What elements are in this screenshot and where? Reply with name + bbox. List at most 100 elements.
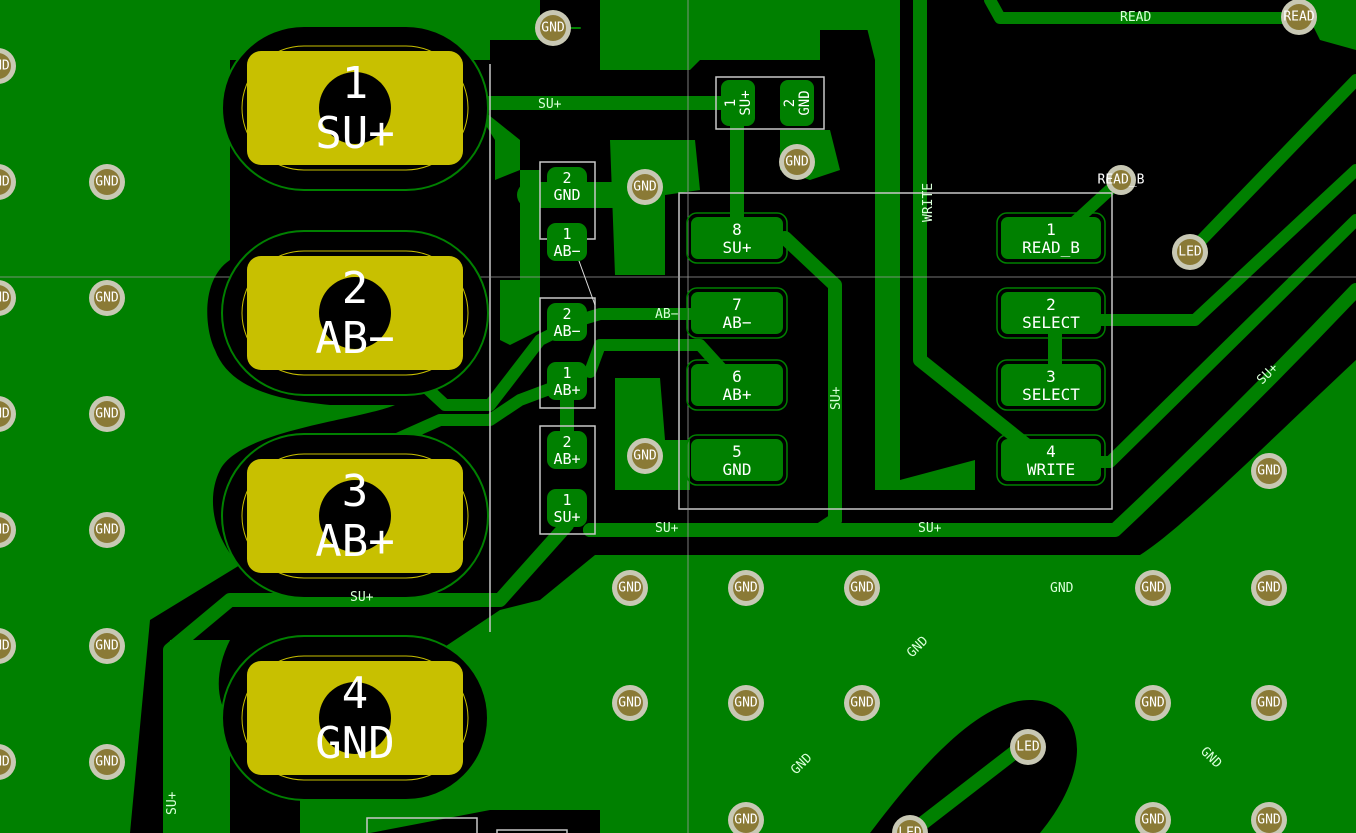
via-label: GND	[1141, 813, 1165, 828]
via-label: GND	[0, 523, 10, 538]
via-gnd: GND	[1251, 570, 1287, 606]
via-gnd: GND	[1135, 802, 1171, 833]
via-gnd: GND	[535, 10, 571, 46]
net-label-su-lower: SU+	[165, 791, 180, 815]
smd-pad-number: 2	[562, 169, 571, 187]
via-gnd: GND	[0, 48, 16, 84]
smd-pad-4[interactable]: 1AB+	[547, 362, 587, 400]
large-pad-net: AB−	[315, 313, 394, 364]
ic-pad-number: 8	[732, 220, 742, 239]
large-pad-number: 1	[342, 58, 369, 109]
via-label: GND	[734, 581, 758, 596]
via-gnd: GND	[612, 570, 648, 606]
via-gnd: GND	[89, 396, 125, 432]
via-hole	[540, 15, 566, 41]
smd-pad-3[interactable]: 2AB−	[547, 303, 587, 341]
via-label: GND	[734, 696, 758, 711]
pad-outline	[241, 453, 469, 579]
via-label: GND	[0, 639, 10, 654]
via-hole	[0, 633, 11, 659]
large-pad-net: AB+	[315, 516, 394, 567]
via-label: GND	[1257, 464, 1281, 479]
via-gnd: GND	[627, 169, 663, 205]
ic-pad-number: 1	[1046, 220, 1056, 239]
ic-pad-number: 6	[732, 367, 742, 386]
via-hole	[617, 575, 643, 601]
smd-pad-net: SU+	[553, 508, 580, 526]
via-hole	[897, 820, 923, 833]
pad-outline	[241, 655, 469, 781]
smd-pad-6[interactable]: 1SU+	[547, 489, 587, 527]
via-label: GND	[95, 407, 119, 422]
via-label: GND	[95, 175, 119, 190]
via-led: LED	[1010, 729, 1046, 765]
via-gnd: GND	[0, 628, 16, 664]
top-footprint-outline	[715, 76, 825, 130]
via-label: GND	[0, 407, 10, 422]
via-label: GND	[0, 175, 10, 190]
via-hole	[94, 749, 120, 775]
via-label: GND	[541, 21, 565, 36]
via-label: GND	[633, 449, 657, 464]
via-gnd: GND	[1251, 685, 1287, 721]
ic-pad-copper	[691, 439, 783, 481]
ic-pad-8[interactable]: 8SU+	[686, 212, 788, 264]
smd-pad-5[interactable]: 2AB+	[547, 431, 587, 469]
via-hole	[1111, 170, 1131, 190]
via-gnd: GND	[1251, 453, 1287, 489]
ic-pad-copper	[691, 364, 783, 406]
via-gnd: GND	[0, 744, 16, 780]
via-gnd: GND	[89, 512, 125, 548]
large-pad-number: 2	[342, 263, 369, 314]
large-pad-number: 4	[342, 668, 369, 719]
smd-pad-net: GND	[553, 186, 580, 204]
top-pad-net: GND	[797, 90, 813, 115]
via-hole	[94, 401, 120, 427]
via-label: GND	[1257, 696, 1281, 711]
ic-pad-number: 4	[1046, 442, 1056, 461]
ic-pad-outline	[996, 212, 1106, 264]
net-label-ab-minus: AB−	[655, 307, 679, 322]
smd-pad-number: 2	[562, 433, 571, 451]
large-pad-3[interactable]: 3AB+	[221, 433, 489, 599]
smd-pad-net: AB+	[553, 450, 580, 468]
via-led: LED	[892, 815, 928, 833]
via-read-b: READ_B	[1098, 165, 1145, 195]
smd-pad-number: 1	[562, 364, 571, 382]
pad-outline	[241, 45, 469, 171]
via-label: GND	[95, 639, 119, 654]
via-label: GND	[734, 813, 758, 828]
net-label-su-top: SU+	[538, 97, 562, 112]
via-hole	[632, 174, 658, 200]
pad-drill	[319, 277, 391, 349]
large-pad-1[interactable]: 1SU+	[221, 25, 489, 191]
net-label-su-left: SU+	[350, 590, 374, 605]
via-hole	[0, 401, 11, 427]
via-gnd: GND	[612, 685, 648, 721]
ic-pad-copper	[691, 292, 783, 334]
ic-pad-6[interactable]: 6AB+	[686, 359, 788, 411]
smd-pad-2[interactable]: 1AB−	[547, 223, 587, 261]
via-hole	[0, 53, 11, 79]
ic-pad-copper	[1001, 217, 1101, 259]
ic-pad-number: 5	[732, 442, 742, 461]
large-pad-2[interactable]: 2AB−	[221, 230, 489, 396]
ic-pad-7[interactable]: 7AB−	[686, 287, 788, 339]
ic-pad-copper	[1001, 364, 1101, 406]
via-label: GND	[0, 291, 10, 306]
pad-drill	[319, 480, 391, 552]
